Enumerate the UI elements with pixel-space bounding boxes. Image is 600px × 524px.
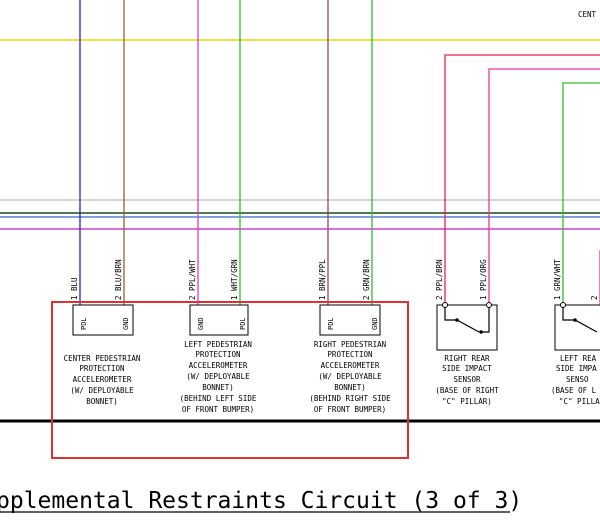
center-accel-connector xyxy=(72,304,134,336)
center-accel-description: CENTER PEDESTRIAN PROTECTION ACCELEROMET… xyxy=(64,354,141,406)
rear-right-sensor-terminal-1 xyxy=(486,302,492,308)
rear-right-sensor-contact xyxy=(481,307,490,333)
right-accel-pin-ground: GND xyxy=(371,317,379,330)
left-accel-description: LEFT PEDESTRIAN PROTECTION ACCELEROMETER… xyxy=(180,340,257,414)
svg-text:(BEHIND RIGHT SIDE: (BEHIND RIGHT SIDE xyxy=(309,394,391,403)
wire-label-left-1: 1 WHT/GRN xyxy=(230,259,239,300)
svg-text:OF FRONT BUMPER): OF FRONT BUMPER) xyxy=(182,405,254,414)
svg-text:RIGHT PEDESTRIAN: RIGHT PEDESTRIAN xyxy=(314,340,386,349)
right-accel-pin-power: PDL xyxy=(327,317,335,330)
wire-label-center-1: 1 BLU xyxy=(70,277,79,300)
center-accel-pin-power: PDL xyxy=(80,317,88,330)
svg-text:OF FRONT BUMPER): OF FRONT BUMPER) xyxy=(314,405,386,414)
svg-text:PROTECTION: PROTECTION xyxy=(195,350,240,359)
svg-text:(W/ DEPLOYABLE: (W/ DEPLOYABLE xyxy=(318,372,382,381)
wire-rear-right-2-pplbrn xyxy=(444,54,600,305)
svg-text:LEFT PEDESTRIAN: LEFT PEDESTRIAN xyxy=(184,340,252,349)
rear-right-sensor-switch xyxy=(444,307,480,333)
svg-text:(W/ DEPLOYABLE: (W/ DEPLOYABLE xyxy=(186,372,250,381)
svg-text:SENSO: SENSO xyxy=(566,375,589,384)
header-fragment: CENT xyxy=(578,10,597,19)
svg-text:(BEHIND LEFT SIDE: (BEHIND LEFT SIDE xyxy=(180,394,257,403)
left-accel-pin-power: PDL xyxy=(239,317,247,330)
rear-left-sensor-box xyxy=(554,304,600,351)
wire-rear-right-1-pplorg xyxy=(488,68,600,305)
rear-left-sensor-switch xyxy=(562,307,598,333)
svg-text:"C" PILLAR): "C" PILLAR) xyxy=(442,397,492,406)
rear-right-sensor-terminal-2 xyxy=(442,302,448,308)
svg-text:BONNET): BONNET) xyxy=(202,383,234,392)
rear-right-sensor-box xyxy=(436,304,498,351)
svg-text:CENTER PEDESTRIAN: CENTER PEDESTRIAN xyxy=(64,354,141,363)
wire-label-rear-left-1: 1 GRN/WHT xyxy=(553,259,562,300)
svg-text:SIDE IMPA: SIDE IMPA xyxy=(556,364,597,373)
wire-label-rear-right-2: 2 PPL/BRN xyxy=(435,259,444,300)
svg-text:(BASE OF RIGHT: (BASE OF RIGHT xyxy=(435,386,499,395)
right-accel-description: RIGHT PEDESTRIAN PROTECTION ACCELEROMETE… xyxy=(309,340,391,414)
svg-text:"C" PILLA: "C" PILLA xyxy=(559,397,600,406)
wire-label-right-1: 1 BRN/PPL xyxy=(318,259,327,300)
left-rear-sensor-description: LEFT REA SIDE IMPA SENSO (BASE OF L "C" … xyxy=(551,354,600,406)
center-accel-pin-ground: GND xyxy=(122,317,130,330)
svg-text:(W/ DEPLOYABLE: (W/ DEPLOYABLE xyxy=(70,386,134,395)
circuit-title: pplemental Restraints Circuit (3 of 3) xyxy=(0,488,522,514)
rear-right-sensor-pivot xyxy=(455,318,459,322)
svg-text:PROTECTION: PROTECTION xyxy=(327,350,372,359)
svg-text:LEFT REA: LEFT REA xyxy=(560,354,597,363)
right-rear-sensor-description: RIGHT REAR SIDE IMPACT SENSOR (BASE OF R… xyxy=(435,354,499,406)
wire-label-rear-left-2: 2 xyxy=(590,295,599,300)
wire-label-left-2: 2 PPL/WHT xyxy=(188,259,197,300)
svg-text:(BASE OF L: (BASE OF L xyxy=(551,386,597,395)
svg-text:SIDE IMPACT: SIDE IMPACT xyxy=(442,364,492,373)
left-accel-connector xyxy=(189,304,249,336)
svg-text:BONNET): BONNET) xyxy=(334,383,366,392)
wire-label-right-2: 2 GRN/BRN xyxy=(362,259,371,300)
svg-text:BONNET): BONNET) xyxy=(86,397,118,406)
svg-text:ACCELEROMETER: ACCELEROMETER xyxy=(321,361,380,370)
wire-rear-left-1-grnwht xyxy=(562,82,600,305)
rear-right-sensor-contact-point xyxy=(479,330,483,334)
svg-text:RIGHT REAR: RIGHT REAR xyxy=(444,354,490,363)
wire-label-center-2: 2 BLU/BRN xyxy=(114,259,123,300)
rear-left-sensor-terminal-1 xyxy=(560,302,566,308)
rear-left-sensor-pivot xyxy=(573,318,577,322)
svg-text:ACCELEROMETER: ACCELEROMETER xyxy=(189,361,248,370)
left-accel-pin-ground: GND xyxy=(197,317,205,330)
wire-label-rear-right-1: 1 PPL/ORG xyxy=(479,259,488,300)
highlight-box xyxy=(51,301,409,459)
svg-text:SENSOR: SENSOR xyxy=(453,375,481,384)
right-accel-connector xyxy=(319,304,381,336)
svg-text:PROTECTION: PROTECTION xyxy=(79,364,124,373)
svg-text:ACCELEROMETER: ACCELEROMETER xyxy=(73,375,132,384)
